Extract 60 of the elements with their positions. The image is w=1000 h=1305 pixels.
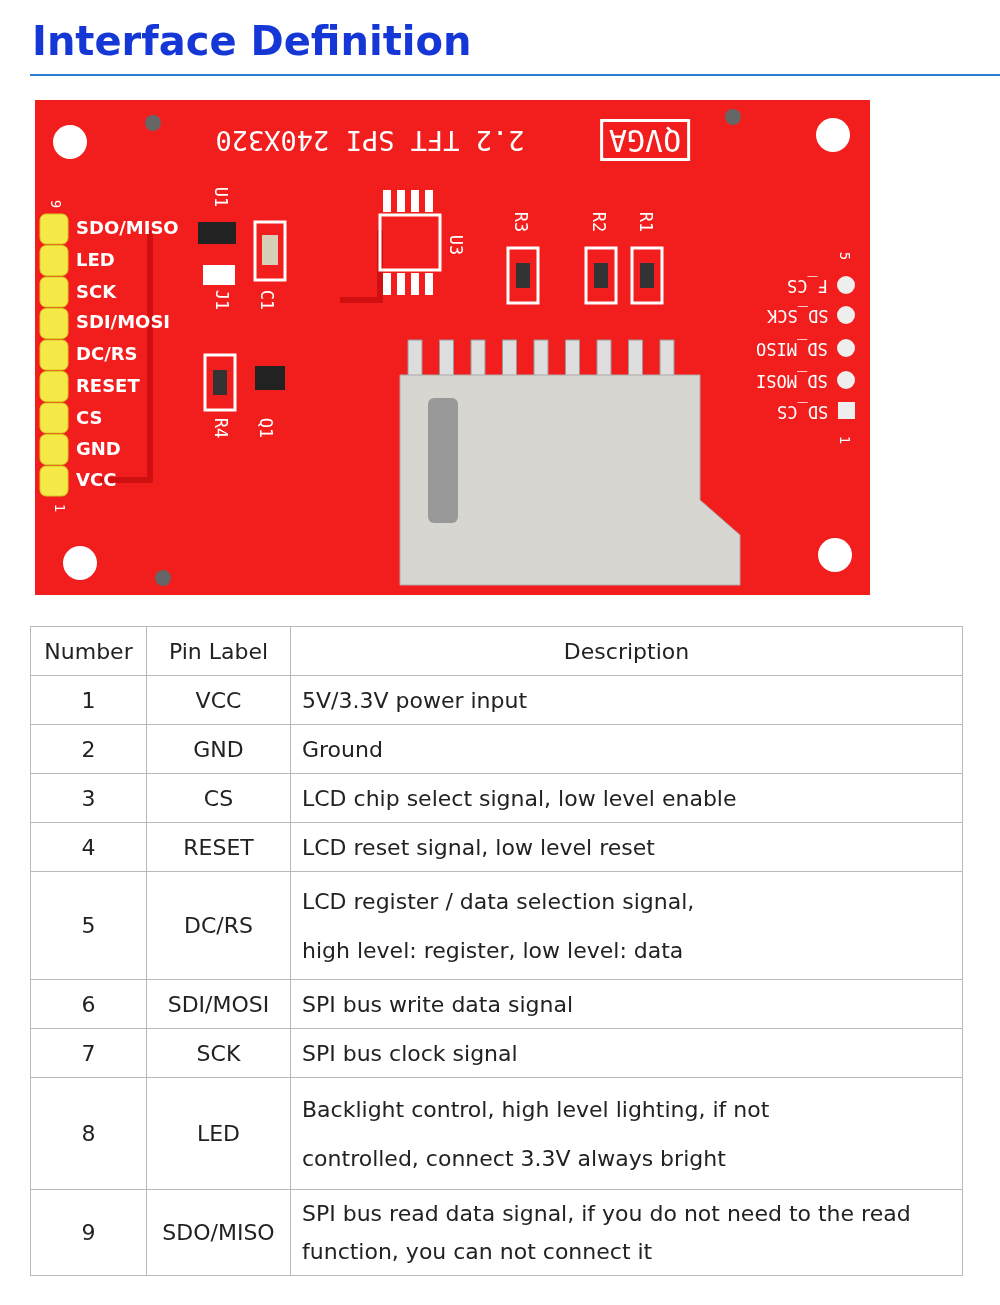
pin-label: SDO/MISO bbox=[76, 219, 179, 237]
component-designator: R1 bbox=[636, 211, 654, 233]
component-designator: U1 bbox=[211, 186, 229, 208]
table-cell-text: 6 bbox=[81, 990, 96, 1019]
column-header: Pin Label bbox=[168, 637, 269, 666]
pin-label: DC/RS bbox=[76, 345, 138, 363]
pin-label: SD_CS bbox=[776, 402, 828, 420]
page-heading: Interface Definition bbox=[32, 18, 472, 64]
table-cell-text: SDO/MISO bbox=[162, 1219, 275, 1247]
table-cell-text: Ground bbox=[302, 735, 383, 764]
board-title-text: 2.2 TFT SPI 240X320 bbox=[215, 126, 525, 154]
pin-number: 9 bbox=[49, 199, 63, 209]
table-cell-text: LCD register / data selection signal, high level: register, low level: data bbox=[302, 887, 696, 965]
pin-label: GND bbox=[76, 440, 121, 458]
table-cell-text: 4 bbox=[81, 833, 96, 862]
table-cell-text: 7 bbox=[81, 1039, 96, 1068]
table-cell-text: LCD reset signal, low level reset bbox=[302, 833, 655, 862]
table-cell-text: LED bbox=[196, 1120, 241, 1148]
table-cell-text: 5 bbox=[81, 912, 96, 940]
table-cell-text: 2 bbox=[81, 735, 96, 764]
pin-number: 5 bbox=[838, 251, 852, 261]
pin-label: SDI/MOSI bbox=[76, 313, 171, 331]
component-designator: R2 bbox=[589, 211, 607, 233]
resolution-marking: QVGA bbox=[599, 119, 691, 161]
component-designator: U3 bbox=[446, 234, 464, 256]
pin-label: SD_SCK bbox=[766, 306, 828, 324]
component-designator: C1 bbox=[257, 289, 275, 311]
table-cell-text: 1 bbox=[81, 686, 96, 715]
pin-label: SD_MOSI bbox=[756, 371, 828, 389]
component-designator: J1 bbox=[212, 289, 230, 311]
pin-label: LED bbox=[76, 251, 115, 269]
component-designator: R4 bbox=[211, 417, 229, 439]
component-designator: R3 bbox=[511, 211, 529, 233]
table-cell-text: RESET bbox=[183, 833, 254, 862]
table-cell-text: LCD chip select signal, low level enable bbox=[302, 784, 737, 813]
pin-number: 1 bbox=[838, 435, 852, 445]
pin-number: 1 bbox=[53, 503, 67, 513]
component-designator: Q1 bbox=[256, 417, 274, 439]
table-cell-text: CS bbox=[203, 784, 234, 813]
pin-label: SCK bbox=[76, 283, 117, 301]
column-header: Number bbox=[44, 637, 133, 666]
pin-label: RESET bbox=[76, 377, 140, 395]
table-cell-text: SDI/MOSI bbox=[167, 990, 270, 1019]
column-header: Description bbox=[563, 637, 690, 666]
table-cell-text: SPI bus read data signal, if you do not need to the read function, you can not connect it bbox=[302, 1199, 912, 1266]
table-cell-text: 5V/3.3V power input bbox=[302, 686, 528, 715]
table-cell-text: 9 bbox=[81, 1219, 96, 1247]
table-cell-text: VCC bbox=[195, 686, 242, 715]
table-cell-text: SPI bus write data signal bbox=[302, 990, 573, 1019]
table-cell-text: SPI bus clock signal bbox=[302, 1039, 518, 1068]
pin-label: CS bbox=[76, 409, 103, 427]
pin-label: F_CS bbox=[787, 276, 828, 294]
table-cell-text: Backlight control, high level lighting, if not controlled, connect 3.3V always bright bbox=[302, 1095, 771, 1173]
table-cell-text: 8 bbox=[81, 1120, 96, 1148]
table-cell-text: DC/RS bbox=[184, 912, 253, 940]
pin-label: VCC bbox=[76, 471, 117, 489]
table-cell-text: SCK bbox=[196, 1039, 241, 1068]
pin-label: SD_MISO bbox=[756, 339, 828, 357]
table-cell-text: 3 bbox=[81, 784, 96, 813]
table-cell-text: GND bbox=[193, 735, 244, 764]
